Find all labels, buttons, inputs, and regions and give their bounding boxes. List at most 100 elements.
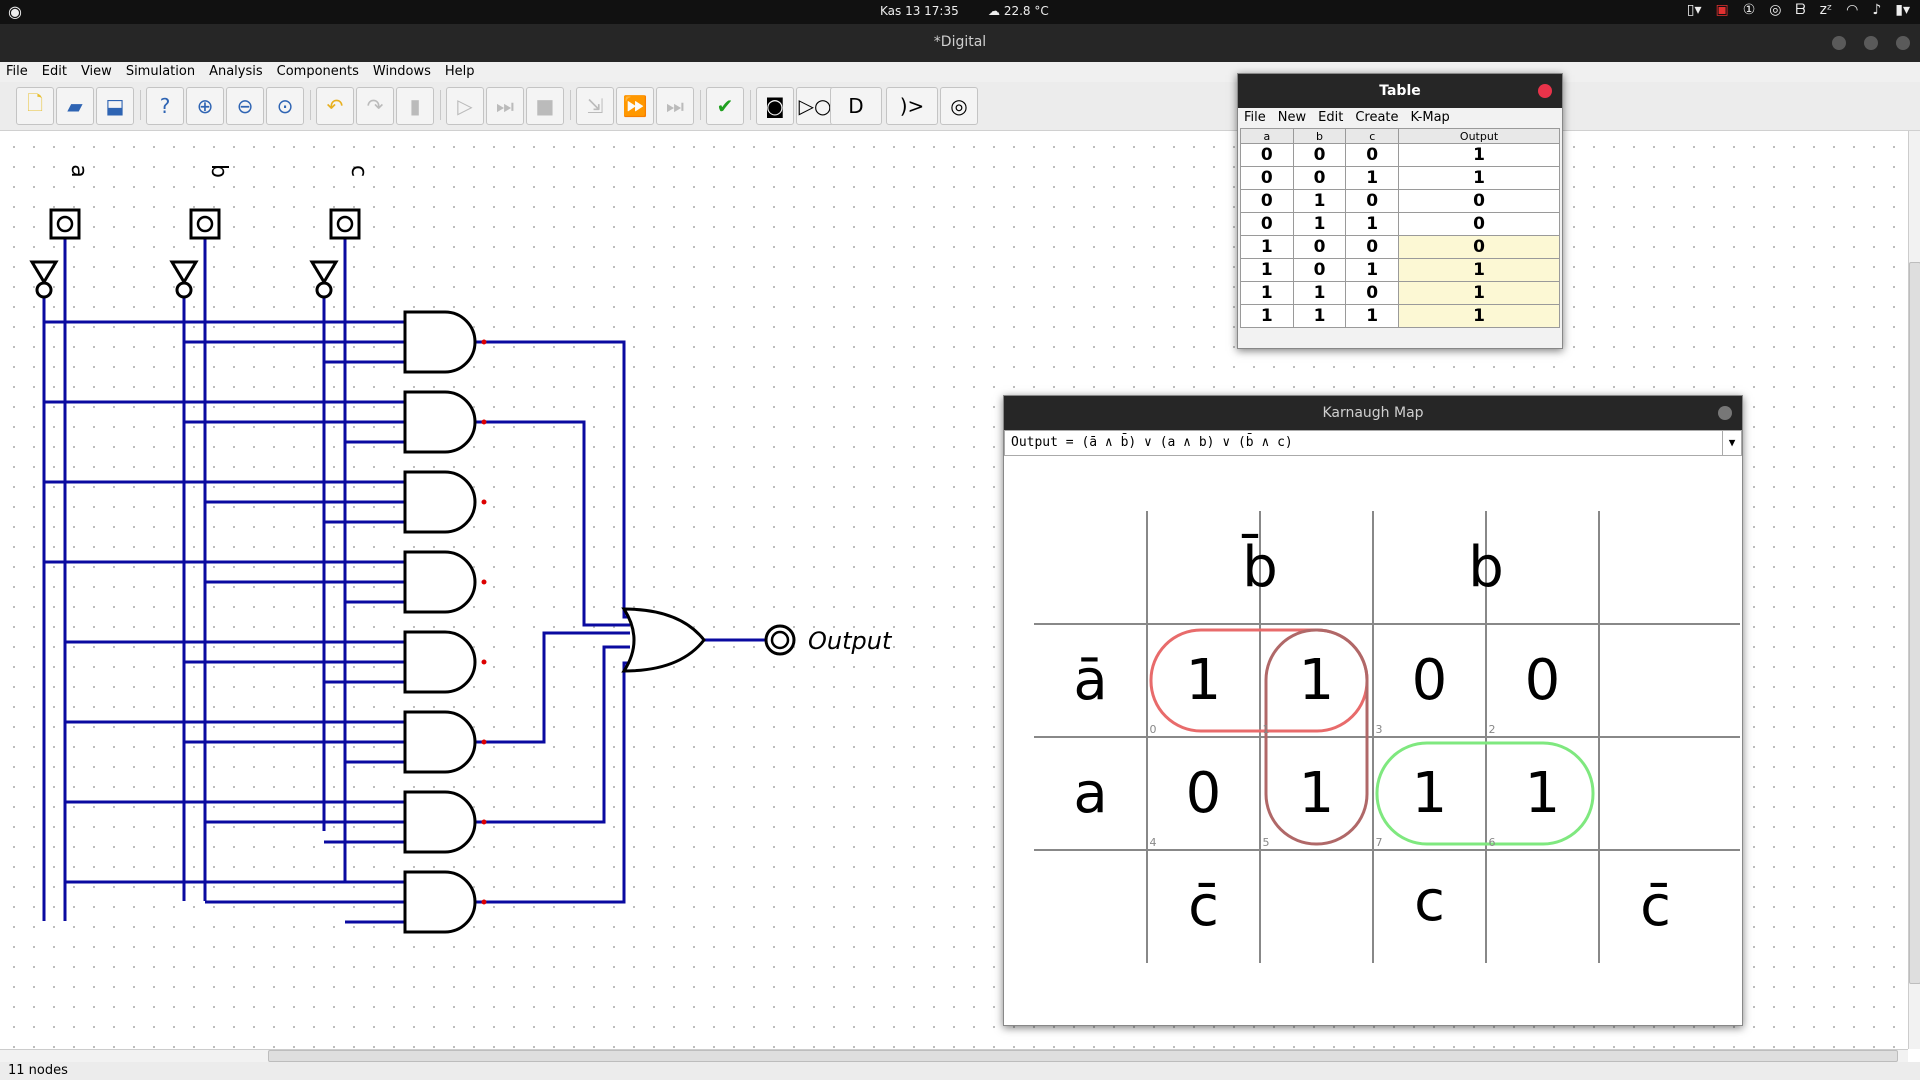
and-gate[interactable] xyxy=(403,390,477,454)
wifi-icon[interactable]: ◠ xyxy=(1846,2,1859,18)
table-menu-create[interactable]: Create xyxy=(1355,110,1399,125)
and-gate[interactable] xyxy=(403,470,477,534)
and-gate[interactable] xyxy=(403,790,477,854)
column-header[interactable]: a xyxy=(1240,128,1294,144)
workspace-indicator-icon[interactable]: ① xyxy=(1742,2,1756,18)
output-cell[interactable]: 0 xyxy=(1398,212,1560,236)
wire[interactable] xyxy=(475,661,630,904)
input-component-button[interactable]: ◙ xyxy=(756,87,794,125)
kmap-titlebar[interactable]: Karnaugh Map xyxy=(1004,396,1742,430)
menu-windows[interactable]: Windows xyxy=(372,64,431,79)
horizontal-scroll-thumb[interactable] xyxy=(268,1050,1898,1062)
status-bar: 11 nodes xyxy=(0,1062,1920,1080)
run-to-break-button[interactable]: ⏭ xyxy=(656,87,694,125)
open-button[interactable]: ▰ xyxy=(56,87,94,125)
input-b[interactable] xyxy=(189,208,221,240)
maximize-button[interactable] xyxy=(1864,36,1878,50)
menu-help[interactable]: Help xyxy=(444,64,475,79)
output-cell[interactable]: 1 xyxy=(1398,258,1560,282)
zoom-fit-button[interactable]: ⊙ xyxy=(266,87,304,125)
clock[interactable]: Kas 13 17:35 xyxy=(880,4,959,18)
and-gate[interactable] xyxy=(403,710,477,774)
undo-button[interactable]: ↶ xyxy=(316,87,354,125)
table-menu-kmap[interactable]: K-Map xyxy=(1410,110,1450,125)
close-button[interactable] xyxy=(1896,36,1910,50)
input-c[interactable] xyxy=(329,208,361,240)
and-gate-button[interactable]: D xyxy=(830,87,882,125)
output-cell[interactable]: 1 xyxy=(1398,143,1560,167)
output-component-button[interactable]: ◎ xyxy=(940,87,978,125)
app-indicator-icon[interactable]: ▣ xyxy=(1715,2,1729,18)
output-cell[interactable]: 1 xyxy=(1398,281,1560,305)
zoom-in-button[interactable]: ⊕ xyxy=(186,87,224,125)
help-button[interactable]: ? xyxy=(146,87,184,125)
wire[interactable] xyxy=(475,340,630,619)
weather-indicator[interactable]: ☁ 22.8 °C xyxy=(988,4,1049,18)
and-gate[interactable] xyxy=(403,870,477,934)
clipboard-icon[interactable]: ▯▾ xyxy=(1686,2,1702,18)
menu-analysis[interactable]: Analysis xyxy=(209,64,263,79)
input-a[interactable] xyxy=(49,208,81,240)
bing-icon[interactable]: ᗷ xyxy=(1795,2,1806,18)
kmap-close-button[interactable] xyxy=(1718,406,1732,420)
volume-icon[interactable]: ♪ xyxy=(1872,2,1882,18)
table-menu-edit[interactable]: Edit xyxy=(1318,110,1344,125)
output-cell[interactable]: 0 xyxy=(1398,189,1560,213)
or-gate[interactable] xyxy=(621,607,706,673)
column-header[interactable]: c xyxy=(1345,128,1400,144)
column-header[interactable]: b xyxy=(1292,128,1347,144)
expression-select[interactable]: Output = (ā ∧ b̄) ∨ (a ∧ b) ∨ (b̄ ∧ c) ▼ xyxy=(1004,430,1742,456)
output-cell[interactable]: 0 xyxy=(1398,235,1560,259)
minimize-button[interactable] xyxy=(1832,36,1846,50)
new-file-button[interactable]: 🗋 xyxy=(16,87,54,125)
output-cell[interactable]: 1 xyxy=(1398,166,1560,190)
menu-view[interactable]: View xyxy=(80,64,112,79)
delete-button[interactable]: ▮ xyxy=(396,87,434,125)
stop-button[interactable]: ■ xyxy=(526,87,564,125)
save-button[interactable]: ⬓ xyxy=(96,87,134,125)
and-gate[interactable] xyxy=(403,550,477,614)
circuit-diagram[interactable]: a b c Output xyxy=(0,131,1908,1049)
menu-simulation[interactable]: Simulation xyxy=(125,64,196,79)
table-menu-new[interactable]: New xyxy=(1277,110,1307,125)
step-button[interactable]: ⏭ xyxy=(486,87,524,125)
output-cell[interactable]: 1 xyxy=(1398,304,1560,328)
and-gate[interactable] xyxy=(403,630,477,694)
menu-file[interactable]: File xyxy=(6,64,28,79)
menu-edit[interactable]: Edit xyxy=(41,64,67,79)
not-gate-button[interactable]: ▷○ xyxy=(796,87,834,125)
wire[interactable] xyxy=(475,631,630,744)
start-simulation-button[interactable]: ▷ xyxy=(446,87,484,125)
menu-components[interactable]: Components xyxy=(276,64,359,79)
zoom-out-button[interactable]: ⊖ xyxy=(226,87,264,125)
micro-step-button[interactable]: ⇲ xyxy=(576,87,614,125)
table-menu-file[interactable]: File xyxy=(1244,110,1266,125)
not-gate-a[interactable] xyxy=(29,260,59,285)
sleep-icon[interactable]: zᶻ xyxy=(1819,2,1833,18)
not-gate-c[interactable] xyxy=(309,260,339,285)
and-gate[interactable] xyxy=(403,310,477,374)
battery-icon[interactable]: ▮▾ xyxy=(1895,2,1910,18)
not-gate-b[interactable] xyxy=(169,260,199,285)
redo-button[interactable]: ↷ xyxy=(356,87,394,125)
wire[interactable] xyxy=(475,645,630,824)
truth-table-titlebar[interactable]: Table xyxy=(1238,74,1562,108)
truth-table-close-button[interactable] xyxy=(1538,84,1552,98)
activities-icon[interactable]: ◉ xyxy=(8,2,22,21)
vertical-scroll-thumb[interactable] xyxy=(1909,262,1920,984)
or-gate-button[interactable]: )> xyxy=(886,87,938,125)
column-header[interactable]: Output xyxy=(1398,128,1560,144)
chevron-down-icon[interactable]: ▼ xyxy=(1722,431,1741,455)
fast-run-button[interactable]: ⏩ xyxy=(616,87,654,125)
wire[interactable] xyxy=(475,420,630,627)
check-button[interactable]: ✔ xyxy=(706,87,744,125)
vpn-icon[interactable]: ◎ xyxy=(1769,2,1782,18)
